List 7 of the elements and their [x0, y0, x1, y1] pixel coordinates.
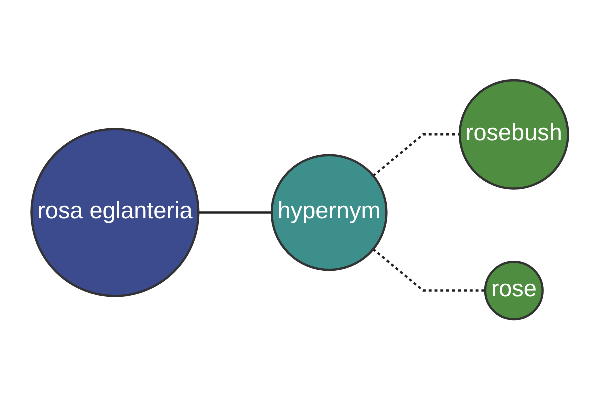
- connector: [198, 212, 272, 214]
- node-circle: rose: [484, 261, 544, 321]
- node-circle: rosebush: [458, 79, 570, 190]
- node-circle: rosa eglanteria: [30, 128, 200, 298]
- node-circle: hypernym: [270, 154, 388, 272]
- connector: [372, 248, 486, 292]
- connector: [372, 134, 460, 177]
